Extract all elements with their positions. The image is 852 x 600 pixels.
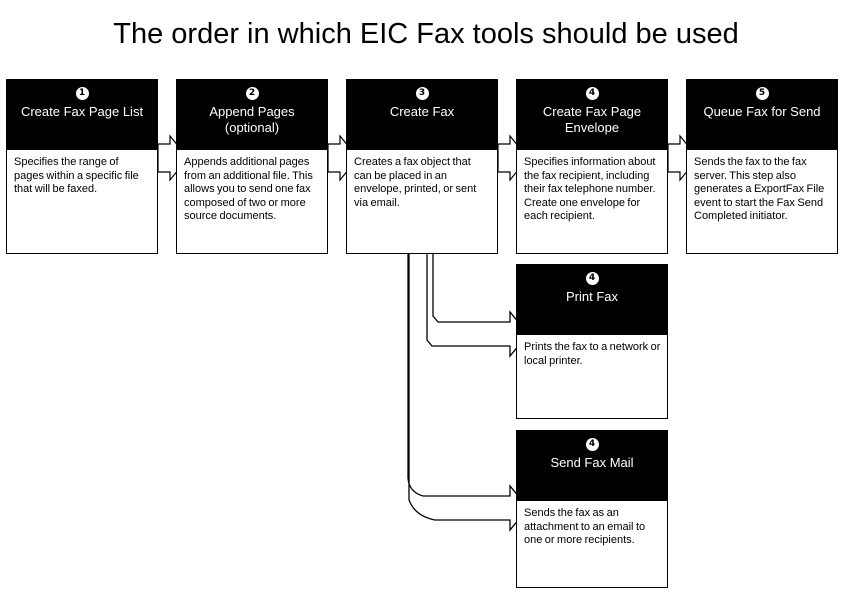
node-header: 4 Send Fax Mail (517, 431, 667, 501)
node-header: 3 Create Fax (347, 80, 497, 150)
step-number-badge: 5 (755, 87, 769, 100)
node-create-fax[interactable]: 3 Create Fax Creates a fax object that c… (346, 79, 498, 254)
node-description: Specifies the range of pages within a sp… (7, 150, 157, 253)
node-description: Prints the fax to a network or local pri… (517, 335, 667, 418)
node-create-fax-page-list[interactable]: 1 Create Fax Page List Specifies the ran… (6, 79, 158, 254)
node-title: Create Fax Page List (20, 104, 144, 119)
node-title: Append Pages (optional) (209, 104, 295, 135)
node-title: Queue Fax for Send (703, 104, 821, 119)
step-number-badge: 4 (585, 272, 599, 285)
arrow-create-to-mail (407, 254, 529, 532)
step-number-badge: 2 (245, 87, 259, 100)
node-print-fax[interactable]: 4 Print Fax Prints the fax to a network … (516, 264, 668, 419)
node-header: 4 Create Fax Page Envelope (517, 80, 667, 150)
step-number-badge: 4 (585, 438, 599, 451)
node-description: Appends additional pages from an additio… (177, 150, 327, 253)
node-create-fax-envelope[interactable]: 4 Create Fax Page Envelope Specifies inf… (516, 79, 668, 254)
node-header: 1 Create Fax Page List (7, 80, 157, 150)
node-title: Create Fax Page Envelope (542, 104, 642, 135)
node-title: Send Fax Mail (550, 455, 634, 470)
node-description: Creates a fax object that can be placed … (347, 150, 497, 253)
node-header: 4 Print Fax (517, 265, 667, 335)
node-queue-fax-for-send[interactable]: 5 Queue Fax for Send Sends the fax to th… (686, 79, 838, 254)
step-number-badge: 1 (75, 87, 89, 100)
page-title: The order in which EIC Fax tools should … (113, 18, 739, 50)
node-title: Create Fax (389, 104, 455, 119)
step-number-badge: 4 (585, 87, 599, 100)
node-title: Print Fax (565, 289, 618, 304)
node-description: Specifies information about the fax reci… (517, 150, 667, 253)
node-description: Sends the fax as an attachment to an ema… (517, 501, 667, 587)
step-number-badge: 3 (415, 87, 429, 100)
arrow-create-to-print (426, 254, 529, 358)
node-send-fax-mail[interactable]: 4 Send Fax Mail Sends the fax as an atta… (516, 430, 668, 588)
node-header: 2 Append Pages (optional) (177, 80, 327, 150)
node-header: 5 Queue Fax for Send (687, 80, 837, 150)
node-description: Sends the fax to the fax server. This st… (687, 150, 837, 253)
node-append-pages[interactable]: 2 Append Pages (optional) Appends additi… (176, 79, 328, 254)
